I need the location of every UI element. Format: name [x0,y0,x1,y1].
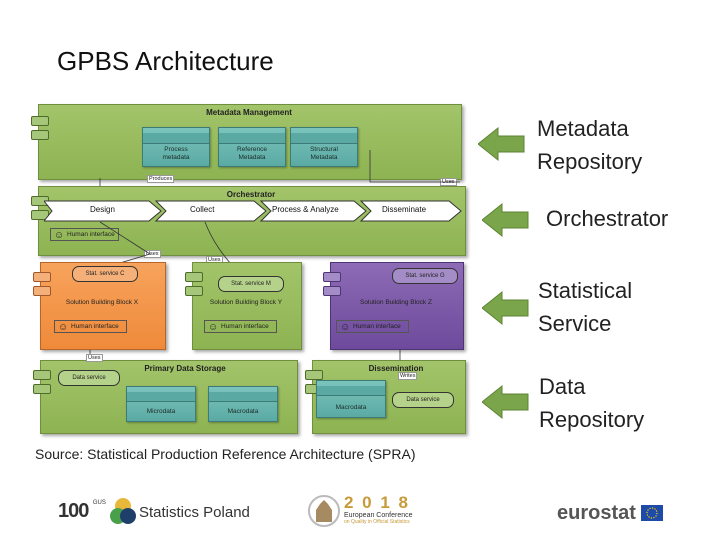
dissemination-data-service: Data service [392,392,454,408]
component-tab [33,370,51,380]
gus-sub: GUS [92,500,106,506]
process-chevrons [44,200,462,222]
component-tab [33,272,51,282]
label-orchestrator: Orchestrator [546,206,669,231]
block-x-human-interface: ☺ Human interface [54,320,127,333]
chevron-collect [154,200,267,222]
metadata-item-reference: Reference Metadata [218,127,286,167]
conference-line1: European Conference [344,512,413,519]
primary-data-storage-title: Primary Data Storage [144,364,226,373]
storage-item-label: Microdata [146,408,176,415]
gus-logo: 100 GUS [58,500,106,523]
step-collect: Collect [190,205,215,214]
component-tab [33,286,51,296]
label-data-repository: Data Repository [539,374,645,432]
label-statistical-service: Statistical Service [538,278,633,336]
writes-label: Writes [398,372,418,380]
statistics-poland-logo-text: Statistics Poland [139,504,250,521]
block-z-human-interface: ☺ Human interface [336,320,409,333]
label-metadata-repository: Metadata Repository [537,116,643,174]
storage-macrodata: Macrodata [208,386,278,422]
chevron-disseminate [359,200,462,222]
metadata-item-structural: Structural Metadata [290,127,358,167]
chevron-design [44,200,162,222]
dissemination-macrodata: Macrodata [316,380,386,418]
building-block-x-title: Solution Building Block X [65,299,139,306]
storage-microdata: Microdata [126,386,196,422]
dissemination-title: Dissemination [368,364,424,373]
component-tab [33,384,51,394]
person-icon: ☺ [58,322,69,333]
arrow-left-icon [482,384,529,420]
building-block-y-title: Solution Building Block Y [209,299,283,306]
dissemination-item-label: Macrodata [335,404,367,411]
component-tab [31,130,49,140]
connector-line [99,221,151,267]
arrow-left-icon [482,202,529,238]
arrow-left-icon [478,126,525,162]
person-icon: ☺ [54,230,65,241]
conference-line2: on Quality in Official Statistics [344,519,410,525]
step-design: Design [90,205,115,214]
component-tab [185,286,203,296]
chevron-process [259,200,367,222]
component-tab [305,370,323,380]
component-tab [185,272,203,282]
storage-item-label: Macrodata [227,408,259,415]
orchestrator-uses-label: Uses [144,250,161,258]
block-y-human-interface: ☺ Human interface [204,320,277,333]
orchestrator-human-interface: ☺ Human interface [50,228,119,241]
conference-logo-mark [308,495,340,527]
building-block-z-title: Solution Building Block Z [360,299,432,306]
person-icon: ☺ [208,322,219,333]
eurostat-logo-text: eurostat [557,502,636,524]
source-caption: Source: Statistical Production Reference… [35,446,416,462]
conference-logo-text: 2 0 1 8 European Conference on Quality i… [344,493,413,526]
connector-line [369,150,460,183]
metadata-item-label: Reference Metadata [237,145,267,161]
metadata-item-label: Structural Metadata [310,145,338,161]
stat-service-m: Stat. service M [218,276,284,292]
storage-data-service: Data service [58,370,120,386]
person-icon: ☺ [340,322,351,333]
produces-label: Produces [147,175,175,183]
component-tab [31,116,49,126]
step-disseminate: Disseminate [382,205,427,214]
eu-flag-icon [641,505,663,521]
human-interface-label: Human interface [67,231,115,238]
page-title: GPBS Architecture [57,46,274,76]
stat-service-g: Stat. service G [392,268,458,284]
orchestrator-title: Orchestrator [226,190,276,199]
metadata-management-title: Metadata Management [206,108,292,117]
human-interface-label: Human interface [221,323,269,330]
conference-year: 2 0 1 8 [344,493,410,512]
stat-service-c: Stat. service C [72,266,138,282]
human-interface-label: Human interface [353,323,401,330]
metadata-item-label: Process metadata [162,145,190,161]
human-interface-label: Human interface [71,323,119,330]
step-process-analyze: Process & Analyze [272,205,339,214]
component-tab [323,272,341,282]
gus-mark: 100 [58,500,89,522]
storage-uses-label: Uses [86,354,103,362]
metadata-item-process: Process metadata [142,127,210,167]
arrow-left-icon [482,290,529,326]
component-tab [323,286,341,296]
statistics-poland-logo-mark [110,498,136,524]
